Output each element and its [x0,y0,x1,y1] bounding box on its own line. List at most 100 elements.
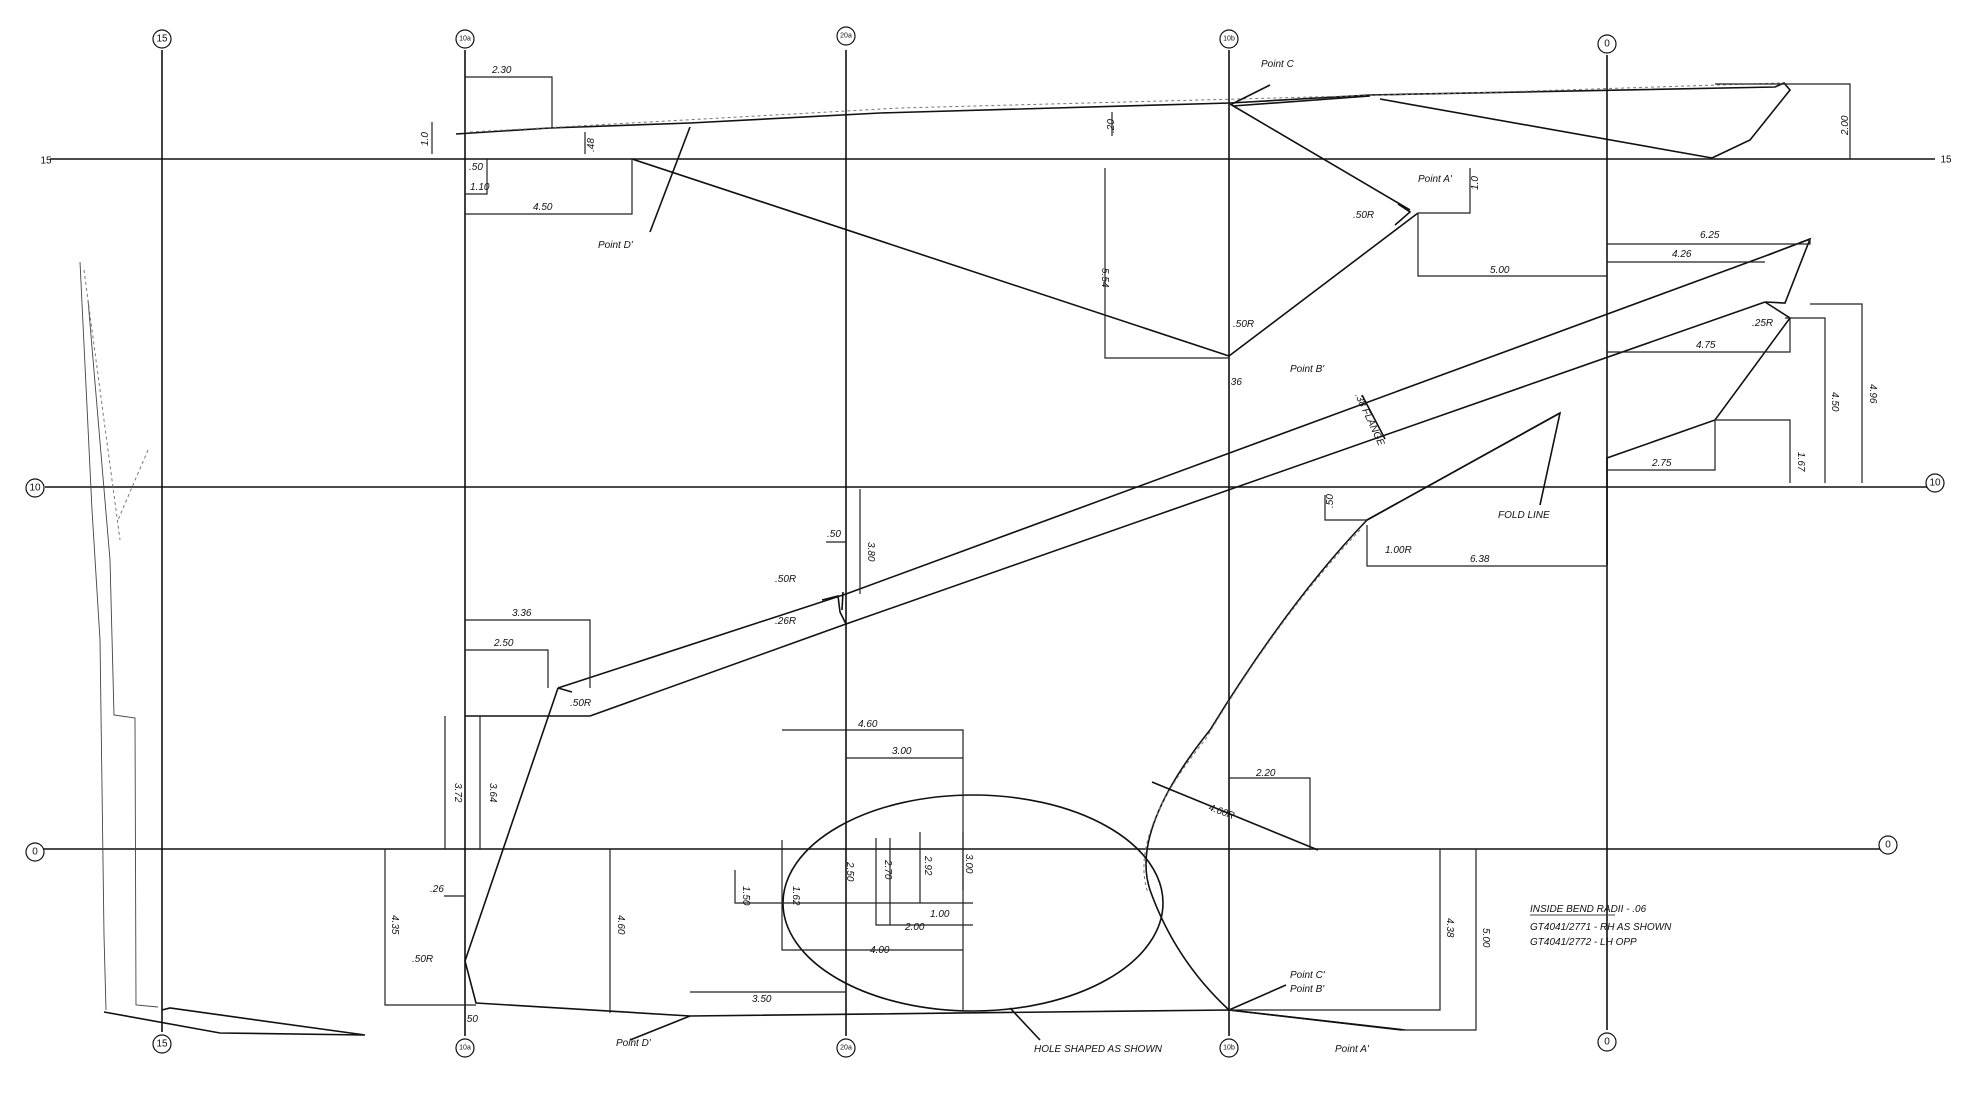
waterline-10-left-label: 10 [29,483,41,494]
note-line-3: GT4041/2772 - LH OPP [1530,937,1637,948]
label-36: .36 [1228,377,1242,388]
waterline-10-right-label: 10 [1929,478,1941,489]
top-flange [455,82,1792,159]
left-edge-faint [83,269,149,541]
brace-right-tip [1764,237,1812,304]
label-4-50-v: 4.50 [1829,392,1840,412]
label-3-50: 3.50 [752,994,772,1005]
label-1-10: 1.10 [470,182,490,193]
lower-body [464,519,1406,1041]
label-50r-c: .50R [775,574,796,585]
dim-4-75-line [1607,318,1791,353]
waterline-15-left-label: 15 [40,156,52,167]
brace-lower-edge [589,301,1766,717]
label-4-38: 4.38 [1444,918,1455,938]
dim-2-75-line [1607,420,1716,471]
diagonal-brace [465,237,1812,717]
label-5-00: 5.00 [1490,265,1510,276]
dim-1-10-line [465,159,488,195]
label-26: .26 [430,884,444,895]
label-4-00: 4.00 [870,945,890,956]
station-10b-top-balloon [1219,29,1239,49]
top-flange-return [1232,95,1371,107]
station-15-bottom-label: 15 [156,1039,168,1050]
fold-line [1366,412,1561,521]
station-0-bottom-label: 0 [1604,1037,1610,1048]
label-2-20: 2.20 [1255,768,1276,779]
dim-2-30-line [465,76,553,128]
dim-3-36-line [465,619,591,688]
label-1-00-v: 1.0 [1470,176,1481,190]
label-50-vr: .50 [1325,494,1336,508]
label-50r-b: .50R [1233,319,1254,330]
label-point-d: Point D' [598,240,634,251]
waterline-15-right-label: 15 [1940,155,1952,166]
dimension-labels: 2.30 1.0 .50 .48 1.10 4.50 Point D' Poin… [389,59,1878,1055]
radius-lead [1151,781,1319,851]
label-4-75: 4.75 [1696,340,1716,351]
label-2-50-v: 2.50 [844,861,855,882]
station-20a-top-balloon [836,26,856,46]
station-0-top-balloon [1597,34,1617,54]
upper-panel-diagonal-left [631,158,1230,357]
upper-panel-diagonal-top [1229,103,1411,211]
bottom-right-tip [1228,1009,1403,1031]
label-4-35: 4.35 [389,915,400,935]
label-50r-e: .50R [412,954,433,965]
label-2-75: 2.75 [1651,458,1672,469]
brace-upper-edge [557,238,1811,689]
label-3-72: 3.72 [452,783,463,803]
upper-panel [631,103,1419,357]
label-50-h: .50 [827,529,841,540]
station-10a-top-label: 10a [459,36,471,43]
lower-body-outline [464,687,1406,1031]
dim-1-67-line [1715,419,1791,483]
label-1-62: 1.62 [790,886,801,906]
label-25r: .25R [1752,318,1773,329]
note-line-1: INSIDE BEND RADII - .06 [1530,904,1647,915]
label-50-b: .50 [464,1014,478,1025]
label-2-92: 2.92 [922,855,933,876]
label-1-0: 1.0 [420,132,431,146]
label-6-38: 6.38 [1470,554,1490,565]
label-2-70: 2.70 [882,859,893,880]
label-4-60-v: 4.60 [615,915,626,935]
station-0-bottom-balloon [1597,1032,1617,1052]
label-50r-a: .50R [1353,210,1374,221]
station-10b-bottom-label: 10b [1223,1045,1235,1052]
dim-1-62-line [781,840,963,951]
label-2-30: 2.30 [491,65,512,76]
label-point-a-upper: Point A' [1418,174,1453,185]
station-20a-bottom-balloon [836,1038,856,1058]
label-20: .20 [1106,119,1117,133]
label-point-a-lower: Point A' [1335,1044,1370,1055]
label-1-00: 1.00 [930,909,950,920]
waterline-10-left-balloon [25,478,45,498]
label-3-64: 3.64 [487,783,498,803]
dim-6-25-line [1607,239,1811,245]
dim-5-00-v-line [1405,849,1477,1031]
dim-6-38-line [1366,525,1607,567]
label-4-50: 4.50 [533,202,553,213]
station-10a-bottom-label: 10a [459,1045,471,1052]
point-d-lower-lead [629,1015,691,1041]
top-flange-dashed [469,82,1781,133]
dim-4-38-line [1229,849,1441,1011]
dim-50-vr-line [1324,495,1367,521]
sweep-curve [1145,519,1368,1011]
station-15-top-balloon [152,29,172,49]
label-4-60r: 4.60R [1207,802,1236,821]
dim-4-50-line [465,159,633,215]
dimension-lines [384,76,1863,1031]
label-3-80: 3.80 [865,542,876,562]
label-3-36: 3.36 [512,608,532,619]
waterline-0-right-label: 0 [1885,840,1891,851]
dim-2-00-line [1712,83,1851,160]
upper-panel-notch [1394,203,1412,226]
label-3-00: 3.00 [892,746,912,757]
waterline-0-left-label: 0 [32,847,38,858]
label-fold-line: FOLD LINE [1498,510,1550,521]
label-point-c: Point C [1261,59,1295,70]
dim-5-54-line [1104,168,1229,359]
